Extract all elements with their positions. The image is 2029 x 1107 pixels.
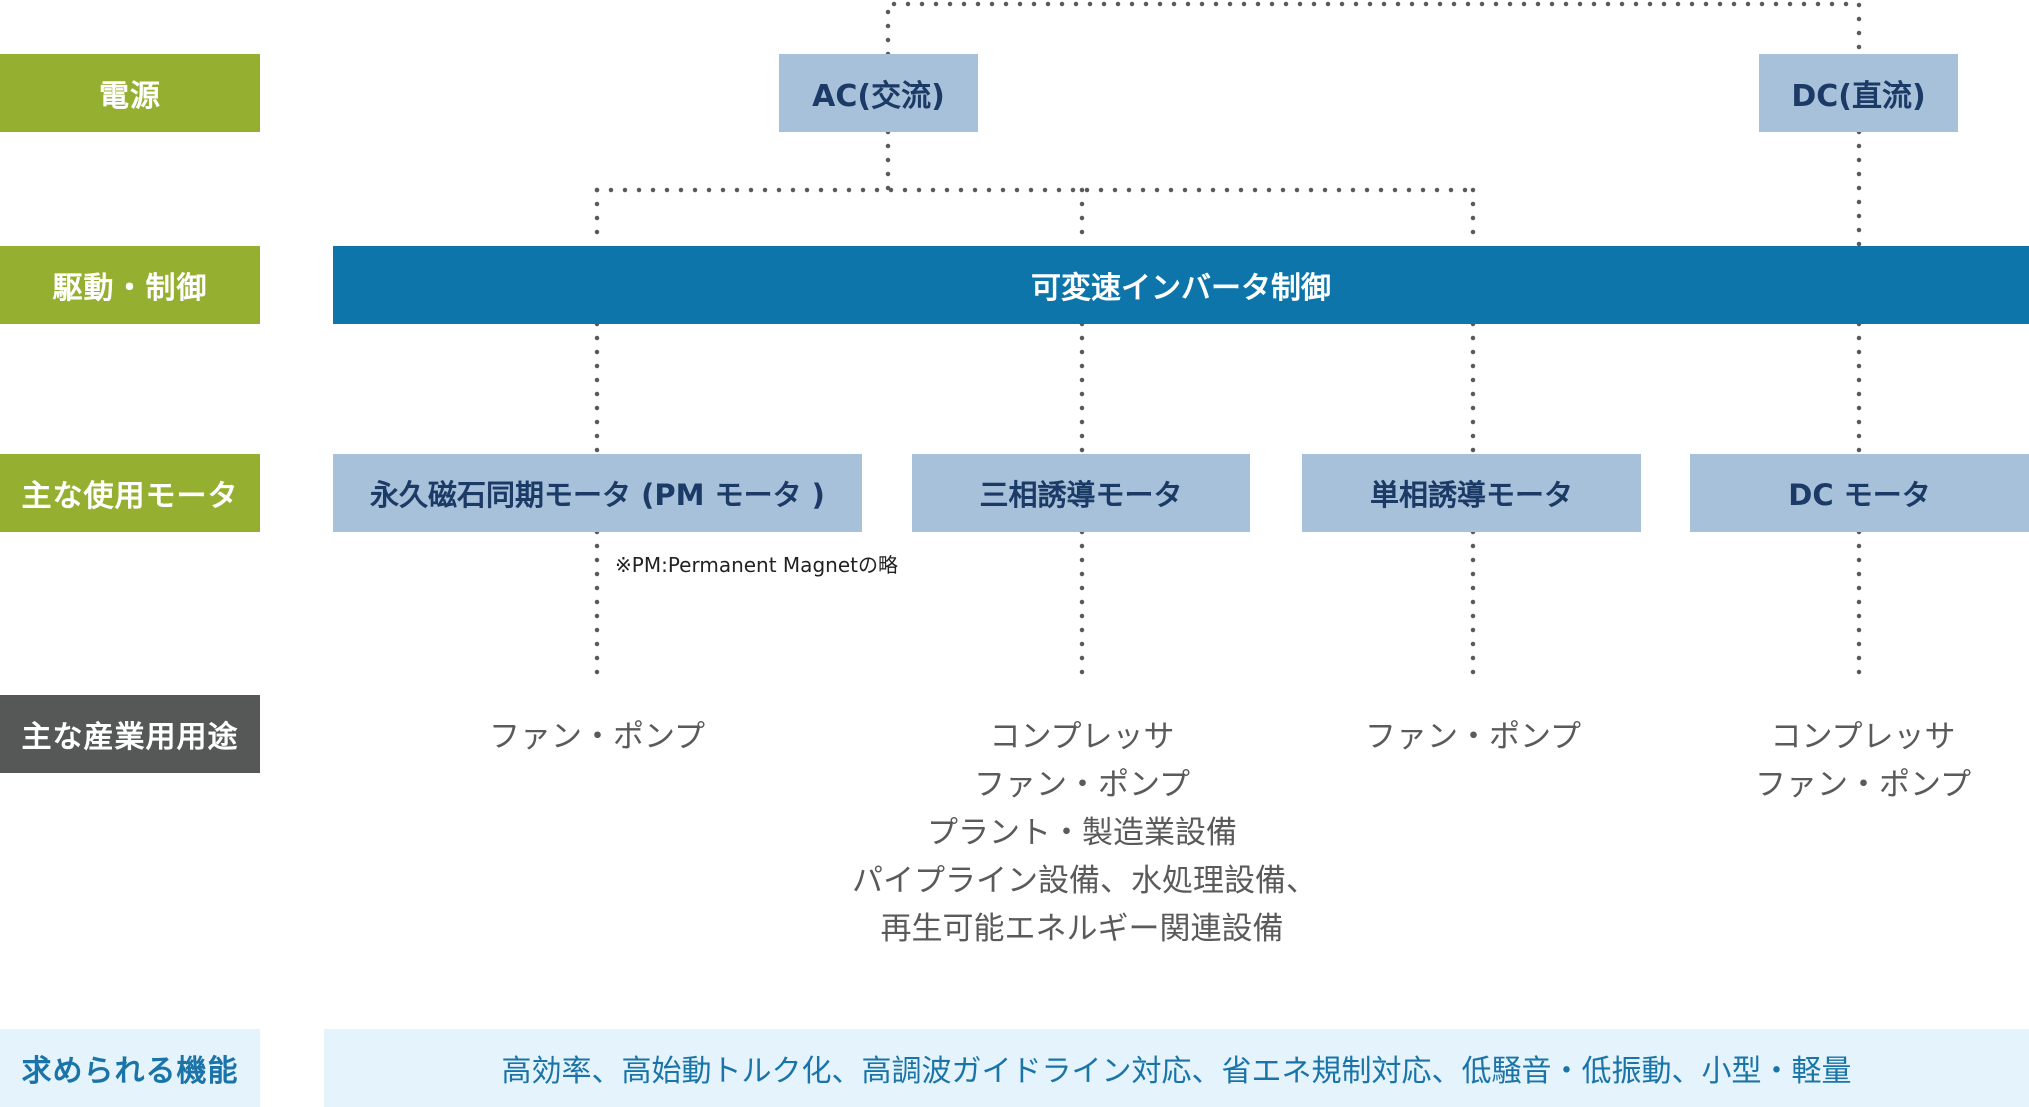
application-item: ファン・ポンプ (1754, 767, 1972, 803)
drive-control-bar: 可変速インバータ制御 (333, 246, 2029, 324)
application-item: ファン・ポンプ (1364, 719, 1582, 755)
applications-dc: コンプレッサ ファン・ポンプ (1633, 713, 2029, 809)
motor-three-phase-induction: 三相誘導モータ (912, 454, 1250, 532)
pm-footnote: ※PM:Permanent Magnetの略 (615, 553, 898, 577)
application-item: 再生可能エネルギー関連設備 (880, 911, 1284, 947)
row-label-applications: 主な産業用用途 (0, 695, 260, 773)
requirements-bar: 高効率、高始動トルク化、高調波ガイドライン対応、省エネ規制対応、低騒音・低振動、… (324, 1029, 2029, 1107)
row-label-drive: 駆動・制御 (0, 246, 260, 324)
application-item: ファン・ポンプ (973, 767, 1191, 803)
application-item: パイプライン設備、水処理設備、 (852, 863, 1317, 899)
power-source-ac: AC(交流) (779, 54, 978, 132)
requirements-text: 高効率、高始動トルク化、高調波ガイドライン対応、省エネ規制対応、低騒音・低振動、… (501, 1054, 1852, 1089)
applications-single-phase: ファン・ポンプ (1243, 713, 1703, 761)
drive-control-label: 可変速インバータ制御 (1031, 271, 1331, 306)
application-item: コンプレッサ (989, 719, 1175, 755)
power-source-dc: DC(直流) (1759, 54, 1958, 132)
motor-pm: 永久磁石同期モータ (PM モータ ) (333, 454, 862, 532)
row-label-power: 電源 (0, 54, 260, 132)
row-label-motors: 主な使用モータ (0, 454, 260, 532)
connector-ac-dc-top (885, 1, 1862, 57)
row-label-requirements: 求められる機能 (0, 1029, 260, 1107)
motor-dc: DC モータ (1690, 454, 2029, 532)
applications-three-phase: コンプレッサ ファン・ポンプ プラント・製造業設備 パイプライン設備、水処理設備… (852, 713, 1317, 953)
application-item: プラント・製造業設備 (927, 815, 1237, 851)
applications-pm: ファン・ポンプ (367, 713, 827, 761)
application-item: コンプレッサ (1770, 719, 1956, 755)
application-item: ファン・ポンプ (488, 719, 706, 755)
motor-single-phase-induction: 単相誘導モータ (1302, 454, 1641, 532)
